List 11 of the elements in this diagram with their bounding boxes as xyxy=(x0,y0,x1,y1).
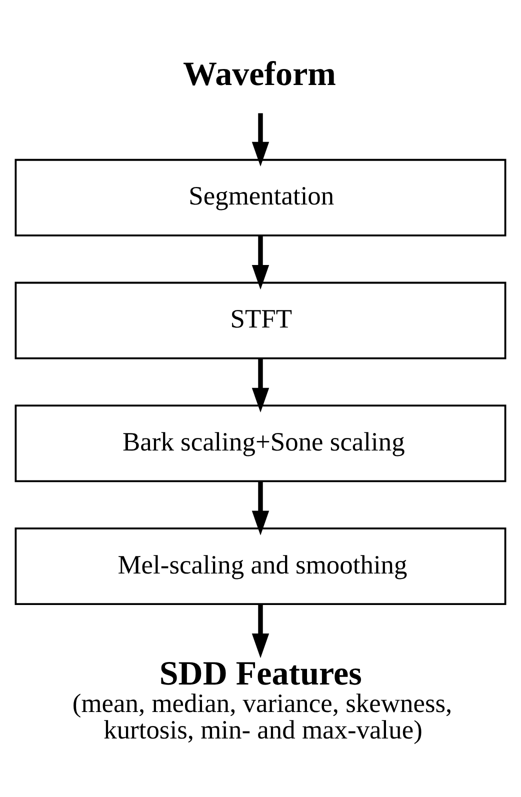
node-box: Bark scaling+Sone scaling xyxy=(14,404,506,482)
node-box: STFT xyxy=(14,281,506,359)
arrow xyxy=(252,358,270,412)
node-box: Segmentation xyxy=(14,158,506,236)
arrow xyxy=(252,235,270,290)
arrow xyxy=(252,481,270,535)
arrow xyxy=(252,112,270,166)
node-box: Mel-scaling and smoothing xyxy=(14,527,506,605)
node-text: Waveform xyxy=(182,56,336,93)
arrow xyxy=(252,604,270,658)
node-text: SDD Features (mean, median, variance, skewness, kurtosis, min- and max-value) xyxy=(72,654,452,744)
